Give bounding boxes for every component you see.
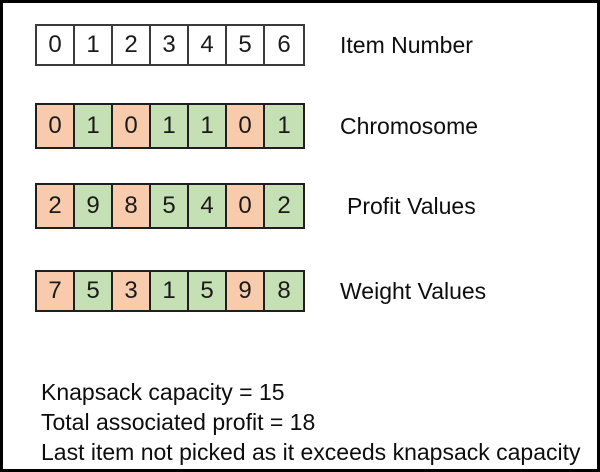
cell: 2 [113,26,151,64]
cell: 9 [75,185,113,227]
row-label-chromosome: Chromosome [340,112,479,139]
cell: 0 [227,185,265,227]
cell: 0 [37,26,75,64]
cell: 8 [265,272,303,310]
cell: 2 [37,185,75,227]
cell: 1 [189,105,227,147]
cell: 3 [113,272,151,310]
cell: 3 [151,26,189,64]
cell: 1 [75,105,113,147]
cell: 0 [113,105,151,147]
cell: 5 [75,272,113,310]
cell: 8 [113,185,151,227]
note-knapsack-capacity: Knapsack capacity = 15 [41,379,285,405]
row-label-weight-values: Weight Values [340,277,487,304]
cell: 5 [189,272,227,310]
cell: 4 [189,26,227,64]
cell: 5 [151,185,189,227]
cell: 1 [265,105,303,147]
cell: 7 [37,272,75,310]
cell: 9 [227,272,265,310]
note-last-item-excluded: Last item not picked as it exceeds knaps… [41,439,581,465]
notes-block: Knapsack capacity = 15 Total associated … [41,377,581,467]
cell: 0 [37,105,75,147]
cell: 0 [227,105,265,147]
row-label-profit-values: Profit Values [347,192,476,219]
row-label-item-number: Item Number [340,31,473,58]
cell: 2 [265,185,303,227]
note-total-profit: Total associated profit = 18 [41,409,316,435]
cell: 1 [75,26,113,64]
cell: 6 [265,26,303,64]
cell: 4 [189,185,227,227]
cell: 1 [151,272,189,310]
cell: 1 [151,105,189,147]
cell: 5 [227,26,265,64]
